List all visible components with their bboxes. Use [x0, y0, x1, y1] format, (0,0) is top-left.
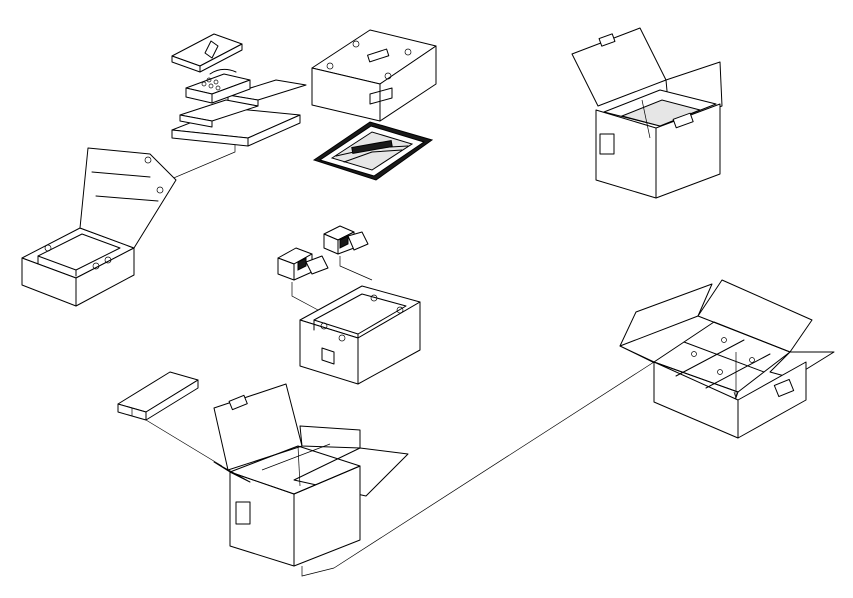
top-right-carton: [572, 28, 722, 198]
foam-tray: [300, 286, 420, 384]
small-carton: [22, 148, 176, 306]
flat-pad: [118, 372, 222, 466]
main-carton: [214, 384, 408, 576]
framed-panel: [314, 122, 432, 180]
top-foam-cushion: [312, 30, 436, 121]
